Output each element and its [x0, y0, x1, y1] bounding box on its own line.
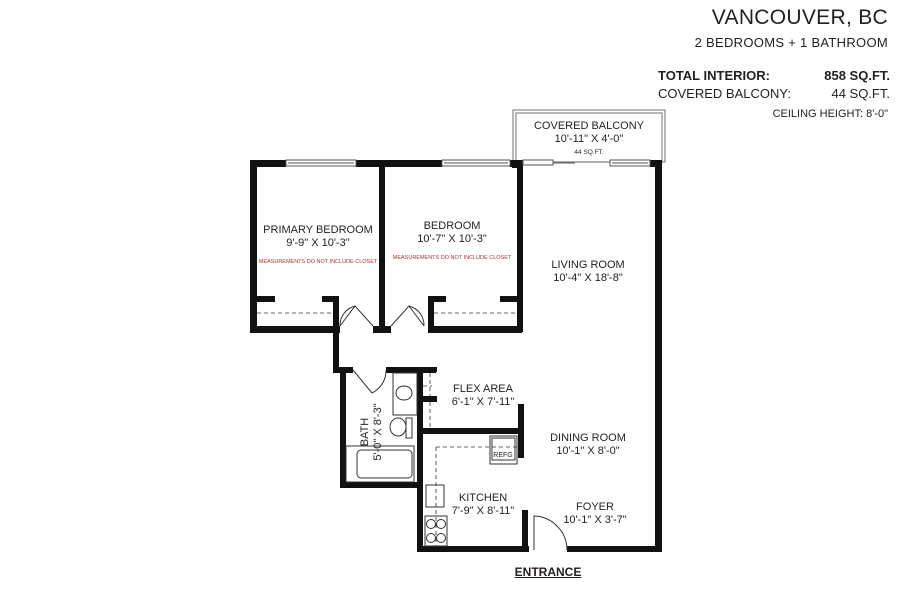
foyer-name: FOYER	[576, 501, 614, 513]
unit-location: VANCOUVER, BC	[711, 6, 888, 29]
total-interior-row: TOTAL INTERIOR: 858 SQ.FT.	[658, 68, 890, 86]
closet-rods	[257, 312, 518, 546]
living-room-name: LIVING ROOM	[551, 259, 625, 271]
room-label-kitchen: KITCHEN 7'-9" X 8'-11"	[452, 492, 515, 518]
living-room-dims: 10'-4" X 18'-8"	[553, 272, 623, 284]
room-label-flex-area: FLEX AREA 6'-1" X 7'-11"	[452, 383, 515, 409]
room-label-bath: BATH 5'-0" X 8'-3"	[359, 403, 385, 460]
area-stats: TOTAL INTERIOR: 858 SQ.FT. COVERED BALCO…	[658, 68, 890, 104]
room-label-dining-room: DINING ROOM 10'-1" X 8'-0"	[550, 432, 626, 458]
primary-bedroom-note: MEASUREMENTS DO NOT INCLUDE CLOSET	[258, 259, 378, 265]
fridge-label: REFG	[493, 452, 513, 459]
doors	[339, 305, 568, 551]
bedroom-note: MEASUREMENTS DO NOT INCLUDE CLOSET	[392, 255, 512, 261]
primary-bedroom-name: PRIMARY BEDROOM	[263, 224, 373, 236]
flex-area-name: FLEX AREA	[453, 383, 513, 395]
dining-room-name: DINING ROOM	[550, 432, 626, 444]
room-label-primary-bedroom: PRIMARY BEDROOM 9'-9" X 10'-3" MEASUREME…	[259, 224, 377, 269]
balcony-name: COVERED BALCONY	[533, 120, 645, 132]
balcony-outline	[512, 109, 666, 163]
flex-area-dims: 6'-1" X 7'-11"	[451, 396, 515, 408]
bedroom-name: BEDROOM	[423, 220, 481, 232]
ceiling-height: CEILING HEIGHT: 8'-0"	[772, 108, 888, 120]
balcony-area-row: COVERED BALCONY: 44 SQ.FT.	[658, 86, 890, 104]
kitchen-name: KITCHEN	[458, 492, 508, 504]
walls	[250, 160, 662, 552]
primary-bedroom-dims: 9'-9" X 10'-3"	[286, 237, 350, 249]
room-label-foyer: FOYER 10'-1" X 3'-7"	[563, 501, 626, 527]
room-label-living-room: LIVING ROOM 10'-4" X 18'-8"	[551, 259, 624, 285]
balcony-area: 44 SQ.FT.	[574, 149, 604, 156]
bath-name: BATH	[359, 417, 371, 447]
foyer-dims: 10'-1" X 3'-7"	[563, 514, 627, 526]
total-interior-label: TOTAL INTERIOR:	[658, 68, 770, 83]
room-label-bedroom: BEDROOM 10'-7" X 10'-3" MEASUREMENTS DO …	[393, 220, 511, 265]
entrance-label: ENTRANCE	[514, 565, 582, 579]
bath-dims: 5'-0" X 8'-3"	[372, 403, 384, 461]
balcony-area-value: 44 SQ.FT.	[831, 86, 890, 101]
bath-fixtures	[345, 372, 418, 483]
unit-type: 2 BEDROOMS + 1 BATHROOM	[694, 35, 888, 50]
kitchen-fixtures	[424, 435, 518, 547]
room-label-balcony: COVERED BALCONY 10'-11" X 4'-0" 44 SQ.FT…	[534, 120, 644, 159]
bedroom-dims: 10'-7" X 10'-3"	[417, 233, 487, 245]
windows	[285, 159, 651, 167]
balcony-dims: 10'-11" X 4'-0"	[554, 133, 624, 145]
balcony-area-label: COVERED BALCONY:	[658, 86, 791, 101]
total-interior-value: 858 SQ.FT.	[824, 68, 890, 83]
dining-room-dims: 10'-1" X 8'-0"	[556, 445, 620, 457]
kitchen-dims: 7'-9" X 8'-11"	[451, 505, 515, 517]
